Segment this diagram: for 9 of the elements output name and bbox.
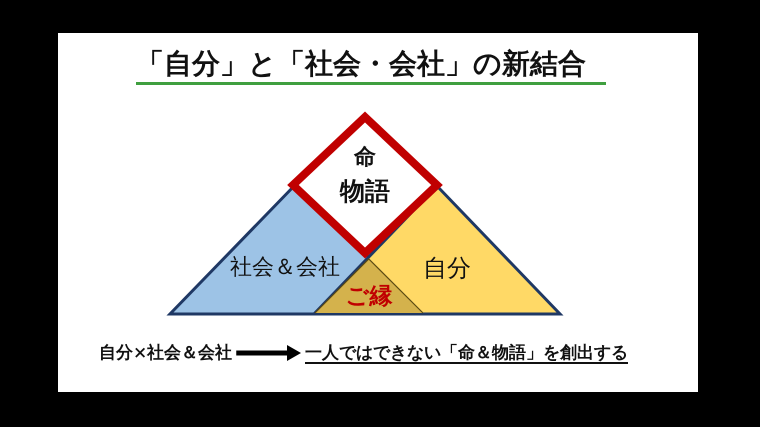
diamond-label: 物語: [340, 178, 390, 204]
triangle-label: 自分: [423, 256, 471, 280]
title: 「自分」と「社会・会社」の新結合: [136, 50, 586, 78]
diamond-label: 命: [354, 147, 376, 169]
overlap-label: ご縁: [346, 286, 392, 308]
result-text: 一人ではできない「命＆物語」を創出する: [305, 344, 628, 362]
combination-text: 自分×社会＆会社: [99, 344, 232, 362]
triangle-label: 社会＆会社: [230, 257, 340, 279]
arrow: [236, 345, 301, 361]
